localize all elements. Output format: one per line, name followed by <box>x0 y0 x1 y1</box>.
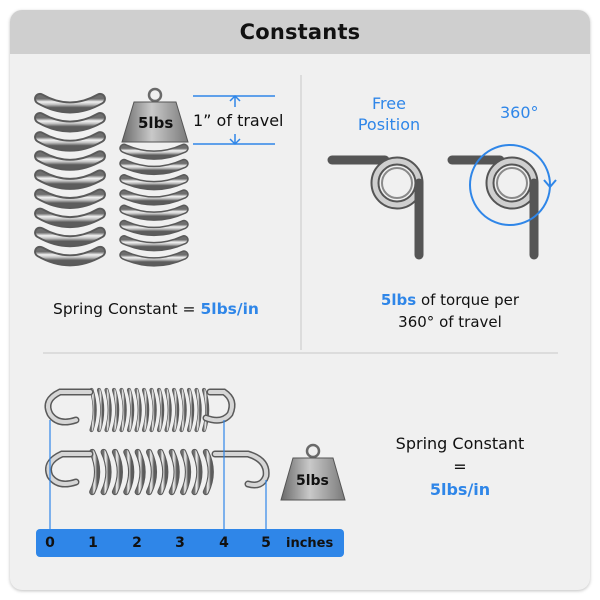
compression-spring-free <box>34 92 106 267</box>
compression-spring-loaded <box>119 143 189 267</box>
ruler-tick-5: 5 <box>261 535 271 551</box>
extension-constant-value: 5lbs/in <box>429 480 491 499</box>
extension-constant-equals: = <box>453 457 467 476</box>
inch-ruler <box>36 529 344 557</box>
free-position-line1: Free <box>372 94 406 113</box>
torsion-caption-line2: 360° of travel <box>398 313 502 331</box>
ruler-tick-4: 4 <box>219 535 229 551</box>
torsion-spring-free <box>327 155 424 260</box>
ruler-unit: inches <box>286 536 334 551</box>
travel-label: 1” of travel <box>193 111 284 130</box>
torsion-caption-value: 5lbs <box>380 291 417 309</box>
angle-label: 360° <box>500 103 539 122</box>
extension-weight-label: 5lbs <box>296 473 329 489</box>
extension-spring-free <box>44 387 236 433</box>
ruler-tick-3: 3 <box>175 535 185 551</box>
diagram-canvas <box>34 75 558 557</box>
extension-spring-stretched <box>45 448 270 496</box>
travel-marker <box>193 94 275 146</box>
extension-constant-label: Spring Constant <box>395 434 525 453</box>
free-position-label: Free Position <box>330 93 448 135</box>
ruler-tick-0: 0 <box>45 535 55 551</box>
ruler-guides <box>49 420 267 530</box>
compression-constant-value: 5lbs/in <box>200 300 259 318</box>
compression-constant-prefix: Spring Constant = <box>53 300 201 318</box>
compression-constant: Spring Constant = 5lbs/in <box>53 300 259 318</box>
weight-icon <box>121 87 189 143</box>
extension-constant: Spring Constant = 5lbs/in <box>375 432 545 501</box>
free-position-line2: Position <box>357 115 421 134</box>
ruler-tick-2: 2 <box>132 535 142 551</box>
torsion-caption-rest: of torque per <box>416 291 520 309</box>
torsion-spring-rotated <box>447 144 557 260</box>
ruler-tick-1: 1 <box>88 535 98 551</box>
constants-card: Constants <box>10 10 590 590</box>
torsion-caption: 5lbs of torque per 360° of travel <box>320 289 580 333</box>
extension-weight-icon <box>280 443 346 501</box>
compression-weight-label: 5lbs <box>138 114 174 132</box>
page-title: Constants <box>10 10 590 54</box>
rotation-arrow-icon <box>543 179 557 189</box>
